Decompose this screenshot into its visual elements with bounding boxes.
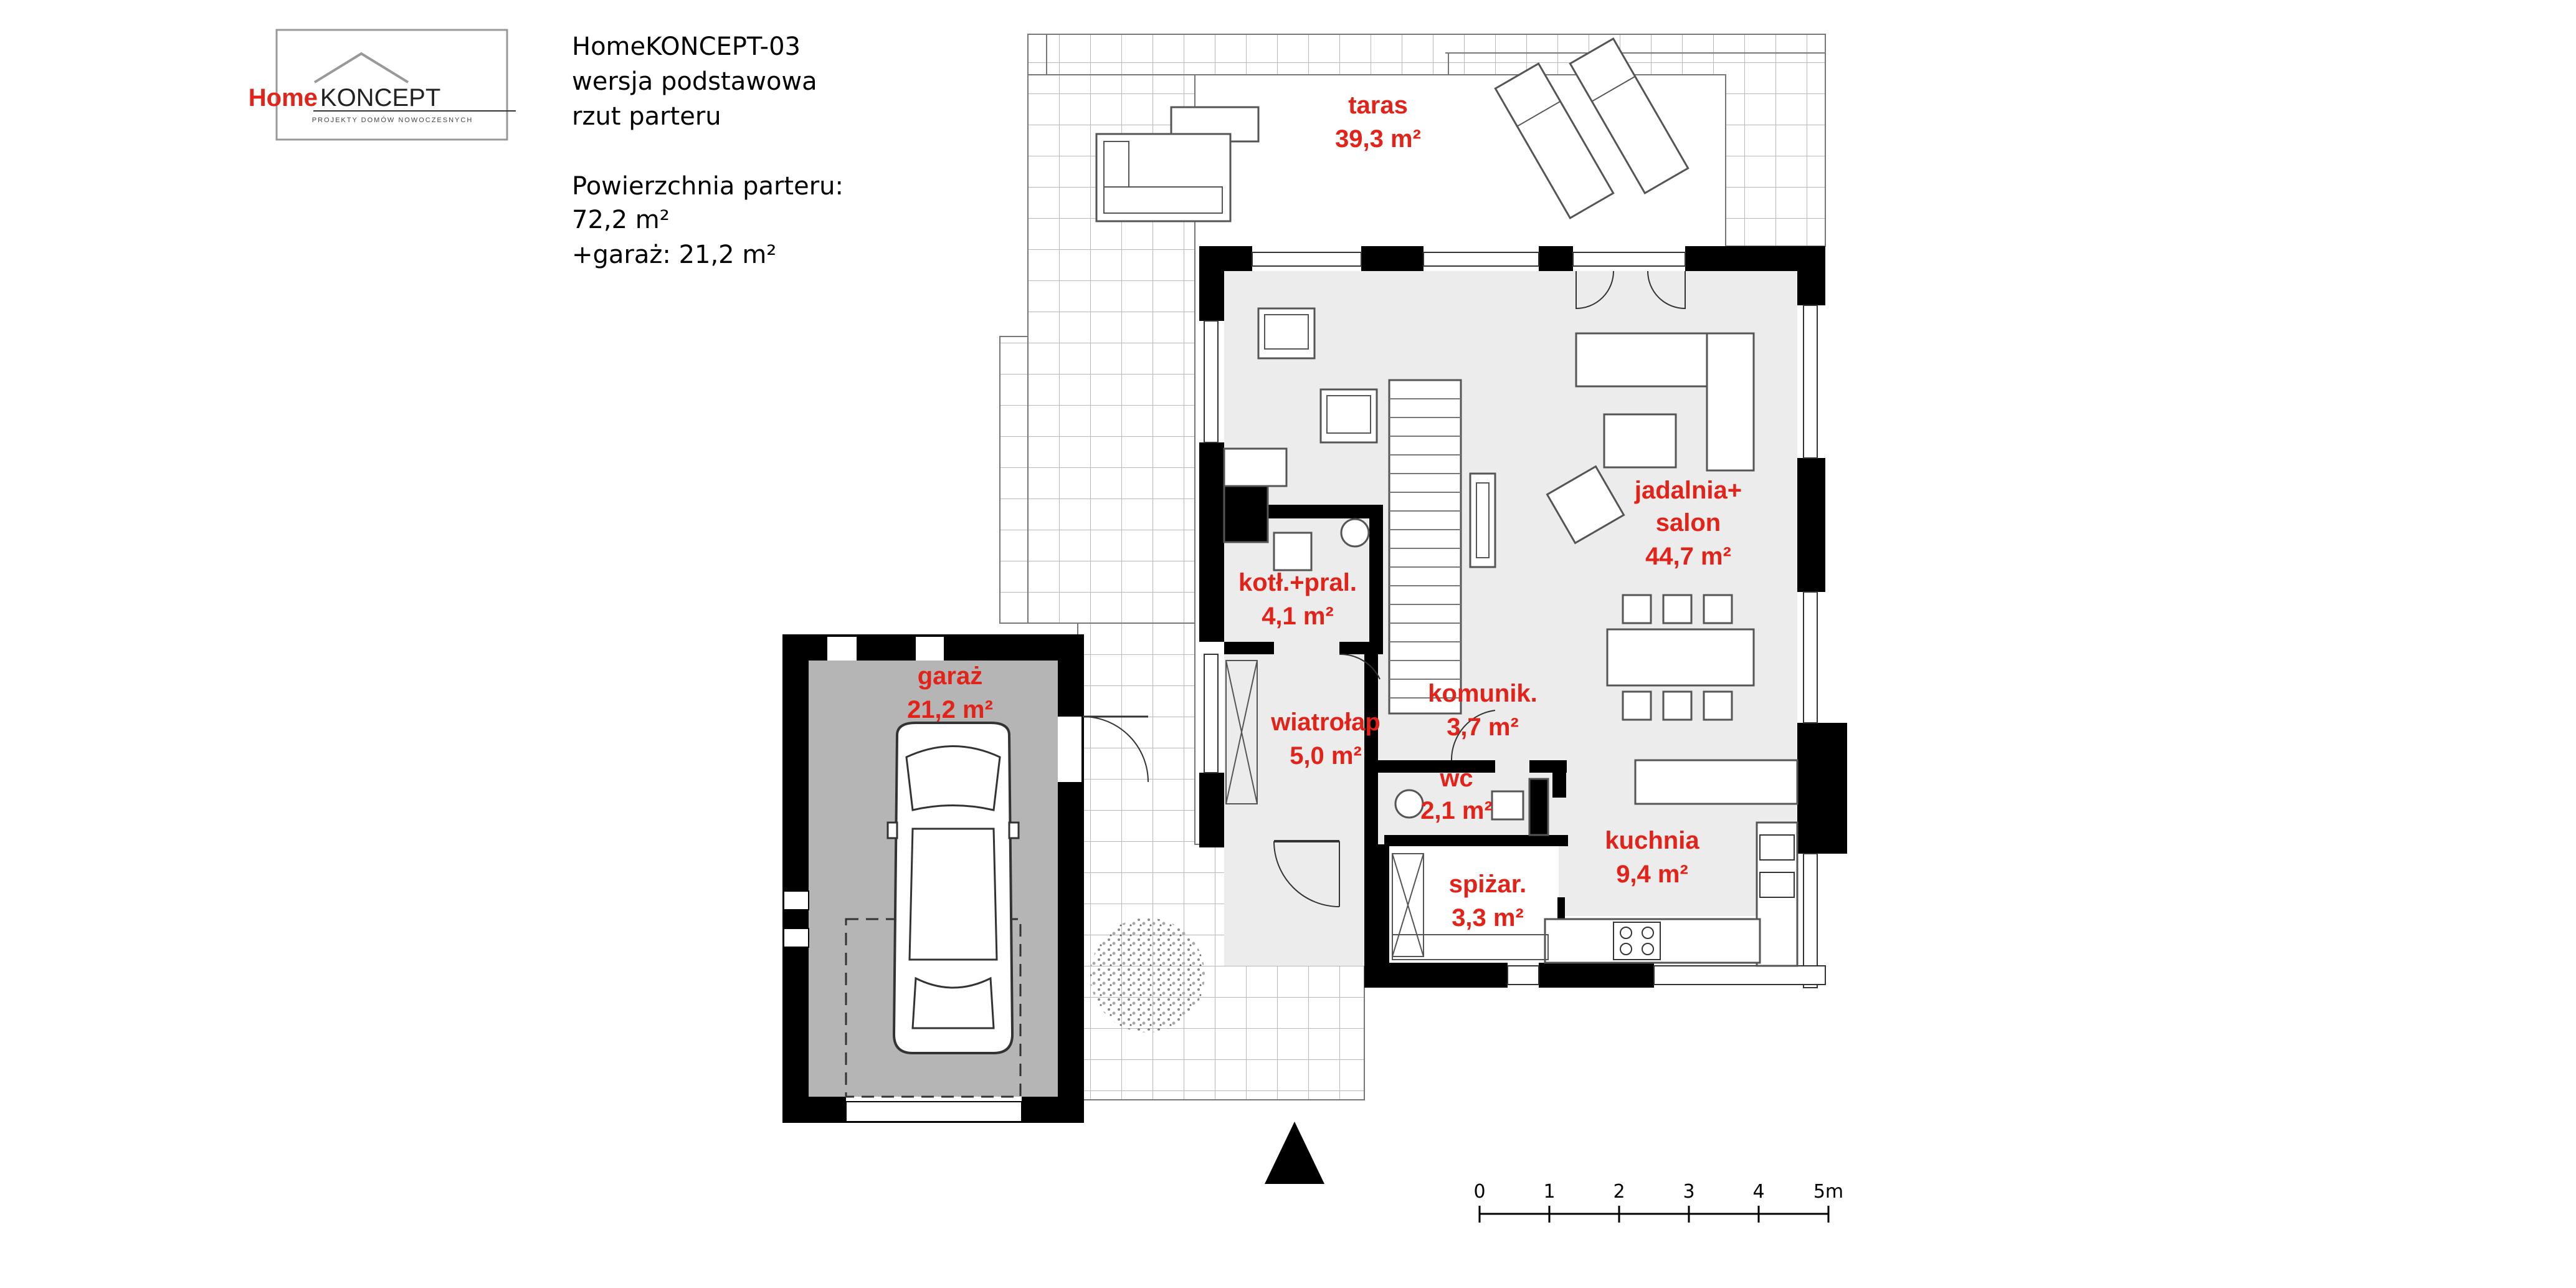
room-label-garaz-name: garaż	[918, 662, 983, 690]
scale-label-0: 0	[1473, 1181, 1485, 1203]
room-label-wiatrolap-name: wiatrołap	[1270, 708, 1381, 736]
room-label-jadalnia-name: jadalnia+	[1634, 477, 1742, 504]
windows	[1204, 252, 1826, 988]
scale-label-4: 4	[1752, 1181, 1764, 1203]
entrance-door	[1273, 653, 1496, 907]
room-label-garaz-area: 21,2 m²	[907, 696, 993, 723]
room-label-wc-name: wc	[1439, 765, 1473, 792]
header-block: HomeKONCEPT-03 wersja podstawowa rzut pa…	[572, 32, 844, 269]
header-line-1: HomeKONCEPT-03	[572, 32, 801, 61]
closets	[1225, 660, 1549, 960]
area-main: 72,2 m²	[572, 206, 670, 234]
room-label-kuchnia-area: 9,4 m²	[1616, 861, 1688, 888]
room-label-kuchnia-name: kuchnia	[1605, 827, 1699, 854]
interior-furniture	[1223, 307, 1799, 967]
room-label-taras-name: taras	[1348, 92, 1408, 119]
logo-frame	[275, 29, 508, 141]
cooktop-icon	[1613, 922, 1661, 960]
scale-bar: 0 1 2 3 4 5m	[1473, 1181, 1843, 1223]
room-label-komunikacja-name: komunik.	[1428, 680, 1538, 707]
scale-label-5: 5m	[1813, 1181, 1843, 1203]
scale-label-2: 2	[1613, 1181, 1625, 1203]
stair-treads	[1389, 398, 1461, 699]
logo-home: Home	[249, 84, 318, 112]
svg-text:HomeKONCEPT: HomeKONCEPT	[249, 84, 441, 112]
north-arrow-icon	[1265, 1122, 1324, 1184]
scale-label-3: 3	[1683, 1181, 1694, 1203]
header-line-3: rzut parteru	[572, 102, 721, 131]
garage	[782, 634, 1149, 1123]
house-walls	[1199, 246, 1847, 988]
terrace-door	[1576, 270, 1686, 310]
header-line-2: wersja podstawowa	[572, 67, 817, 96]
room-label-taras-area: 39,3 m²	[1335, 125, 1421, 153]
room-label-jadalnia-area: 44,7 m²	[1645, 543, 1731, 570]
room-label-jadalnia-name2: salon	[1656, 509, 1721, 537]
tree-icon	[1090, 918, 1205, 1033]
logo-koncept: KONCEPT	[320, 84, 440, 112]
area-title: Powierzchnia parteru:	[572, 172, 844, 201]
room-label-komunikacja-area: 3,7 m²	[1447, 713, 1519, 741]
car-icon	[886, 722, 1020, 1054]
room-label-wiatrolap-area: 5,0 m²	[1290, 742, 1362, 770]
room-labels: taras 39,3 m² jadalnia+ salon 44,7 m² ko…	[907, 92, 1742, 932]
room-label-kotlownia-name: kotł.+pral.	[1238, 569, 1357, 596]
room-label-kotlownia-area: 4,1 m²	[1262, 603, 1334, 630]
room-label-wc-area: 2,1 m²	[1420, 797, 1493, 824]
area-garage: +garaż: 21,2 m²	[572, 241, 776, 269]
logo-roof-icon	[313, 52, 409, 83]
room-label-spizarnia-area: 3,3 m²	[1452, 904, 1524, 932]
terrace-furniture	[1095, 37, 1690, 222]
room-label-spizarnia-name: spiżar.	[1449, 871, 1527, 898]
sink-icon	[1759, 834, 1795, 898]
logo-tagline: PROJEKTY DOMÓW NOWOCZESNYCH	[312, 116, 473, 124]
left-strip-paving	[999, 336, 1029, 624]
scale-label-1: 1	[1543, 1181, 1555, 1203]
